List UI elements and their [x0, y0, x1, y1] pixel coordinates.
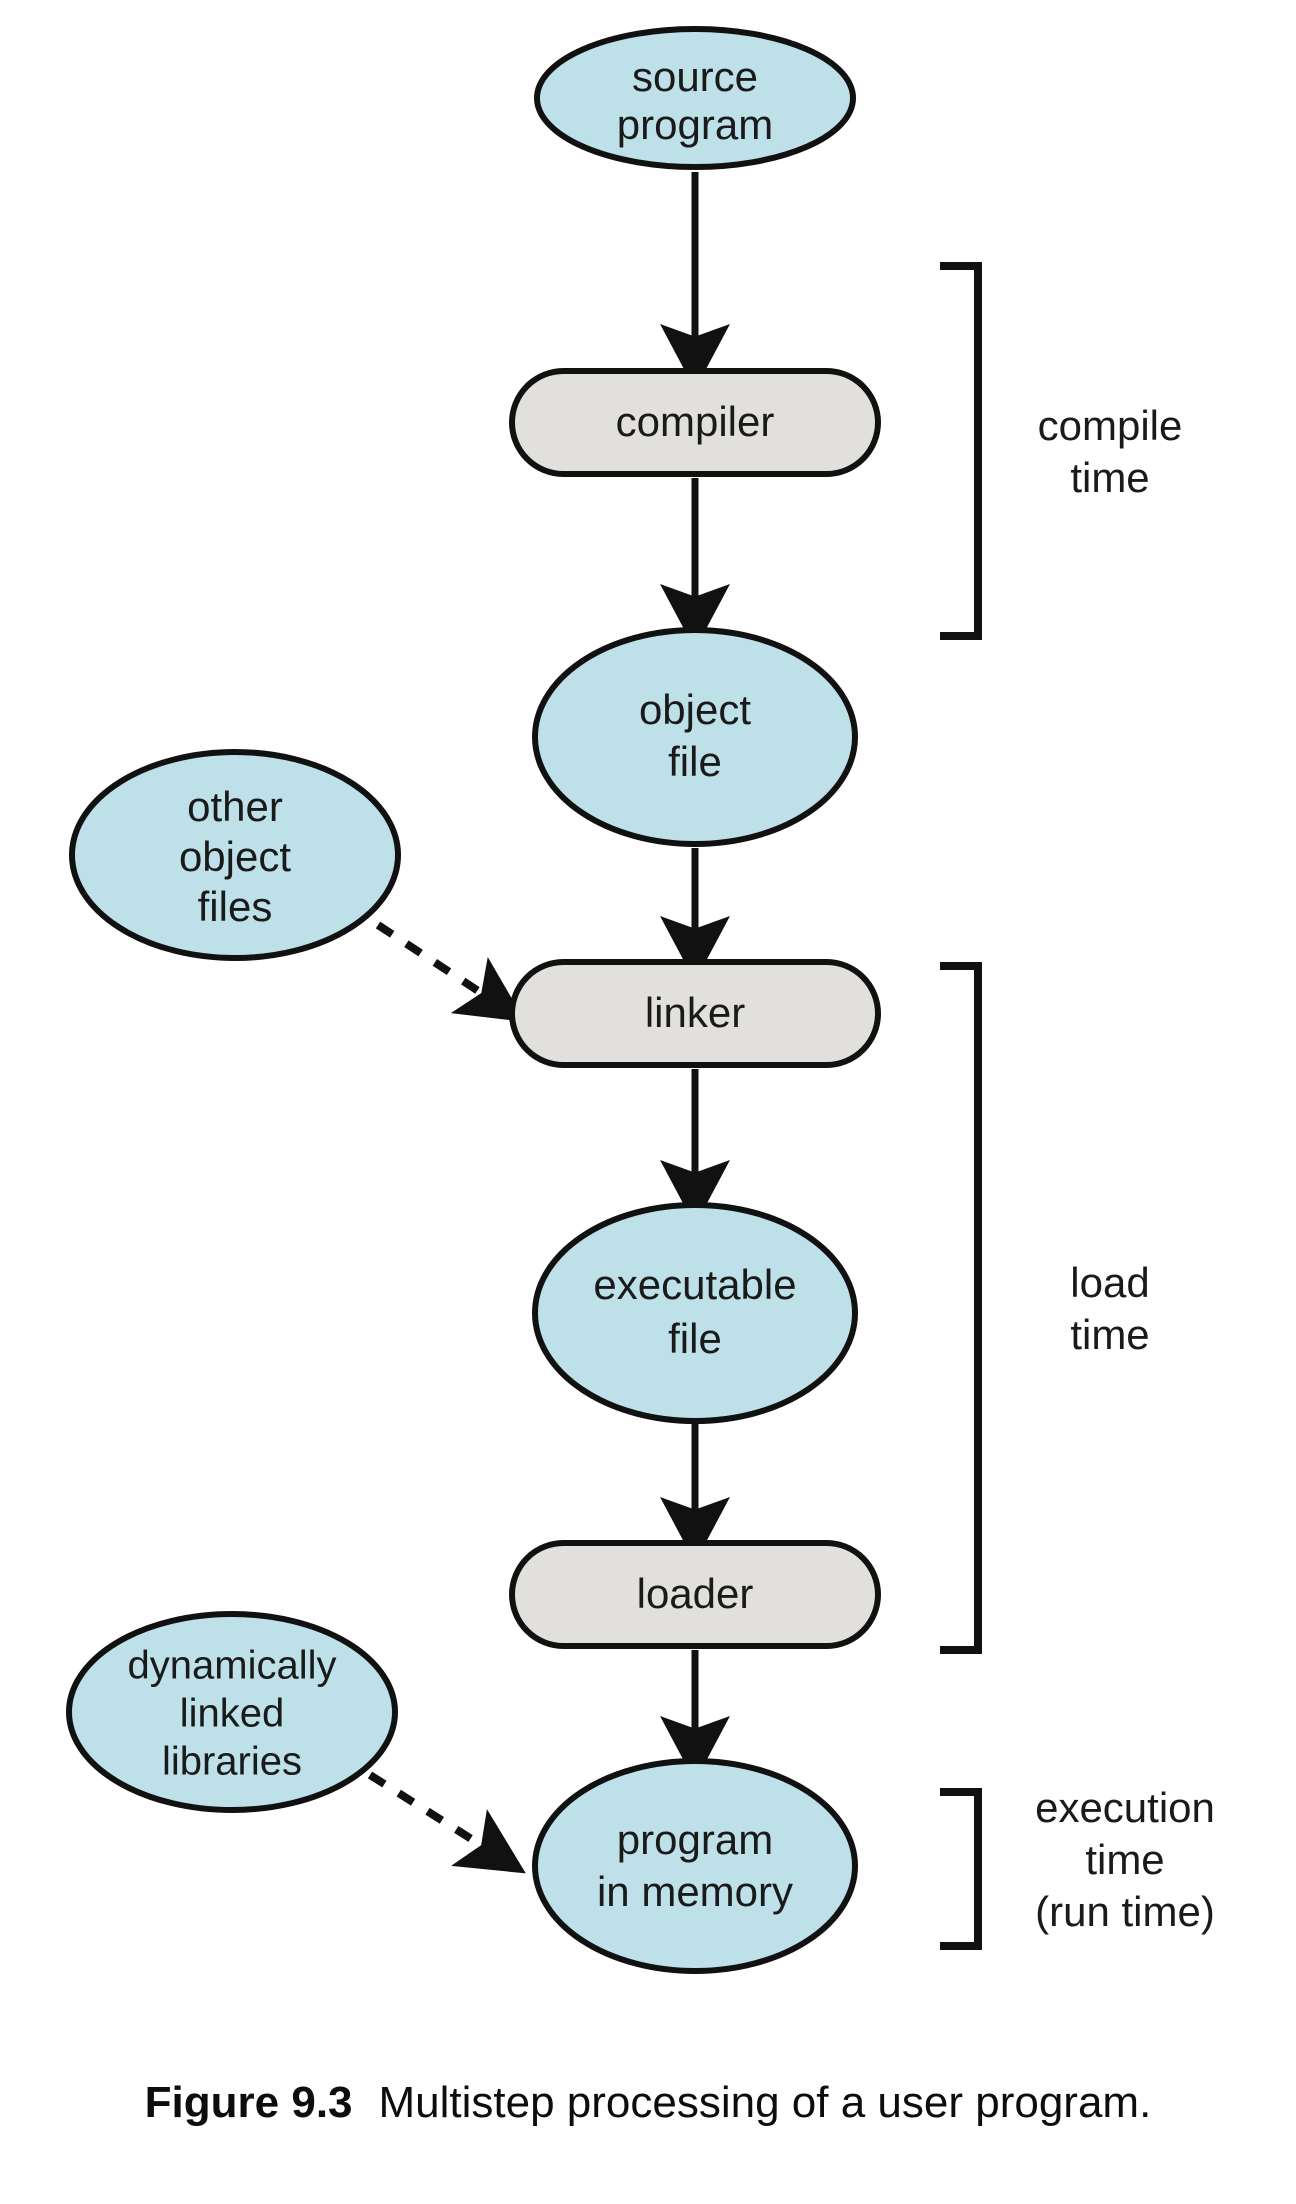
execution-time-label-line1: execution — [1035, 1784, 1215, 1831]
other-object-files-label-line2: object — [179, 833, 291, 880]
object-file-label-line1: object — [639, 686, 751, 733]
execution-time-label-line2: time — [1085, 1836, 1164, 1883]
edge-dll-to-program-in-memory — [367, 1771, 526, 1874]
program-in-memory-label-line1: program — [617, 1816, 773, 1863]
execution-time-bracket-path — [940, 1788, 982, 1950]
node-object-file[interactable]: object file — [532, 627, 858, 847]
object-file-label-line2: file — [668, 738, 722, 785]
figure-caption-text: Multistep processing of a user program. — [378, 2078, 1152, 2127]
compile-time-label-line2: time — [1070, 454, 1149, 501]
node-source-program[interactable]: source program — [534, 26, 856, 170]
program-in-memory-ellipse — [532, 1758, 858, 1974]
loader-box — [509, 1540, 881, 1649]
figure-caption: Figure 9.3 Multistep processing of a user… — [0, 2078, 1296, 2128]
compile-time-label-line1: compile — [1038, 402, 1183, 449]
node-program-in-memory[interactable]: program in memory — [532, 1758, 858, 1974]
bracket-execution-time: execution time (run time) — [940, 1784, 1215, 1950]
load-time-label-line2: time — [1070, 1311, 1149, 1358]
edge-other-object-files-to-linker — [375, 921, 526, 1022]
object-file-ellipse — [532, 627, 858, 847]
linker-label: linker — [645, 989, 745, 1036]
compiler-label: compiler — [616, 398, 775, 445]
execution-time-label-line3: (run time) — [1035, 1888, 1215, 1935]
linker-box — [509, 959, 881, 1068]
dll-label-line2: linked — [180, 1692, 285, 1736]
node-loader[interactable]: loader — [509, 1540, 881, 1649]
dll-label-line1: dynamically — [128, 1644, 337, 1688]
compiler-box — [509, 368, 881, 477]
source-program-ellipse — [534, 26, 856, 170]
load-time-bracket-path — [940, 962, 982, 1654]
node-dynamically-linked-libraries[interactable]: dynamically linked libraries — [66, 1611, 398, 1813]
other-object-files-ellipse — [69, 749, 401, 961]
bracket-compile-time: compile time — [940, 262, 1183, 640]
bracket-load-time: load time — [940, 962, 1150, 1654]
node-other-object-files[interactable]: other object files — [69, 749, 401, 961]
compile-time-bracket-path — [940, 262, 982, 640]
source-program-label-line1: source — [632, 53, 758, 100]
loader-label: loader — [637, 1570, 754, 1617]
node-executable-file[interactable]: executable file — [532, 1202, 858, 1424]
node-compiler[interactable]: compiler — [509, 368, 881, 477]
figure-number: Figure 9.3 — [144, 2078, 353, 2127]
dynamically-linked-libraries-ellipse — [66, 1611, 398, 1813]
other-object-files-label-line1: other — [187, 783, 283, 830]
node-linker[interactable]: linker — [509, 959, 881, 1068]
executable-file-ellipse — [532, 1202, 858, 1424]
program-in-memory-label-line2: in memory — [597, 1868, 793, 1915]
other-object-files-label-line3: files — [198, 883, 273, 930]
source-program-label-line2: program — [617, 101, 773, 148]
dll-label-line3: libraries — [162, 1740, 302, 1784]
executable-file-label-line1: executable — [593, 1261, 796, 1308]
load-time-label-line1: load — [1070, 1259, 1149, 1306]
executable-file-label-line2: file — [668, 1315, 722, 1362]
